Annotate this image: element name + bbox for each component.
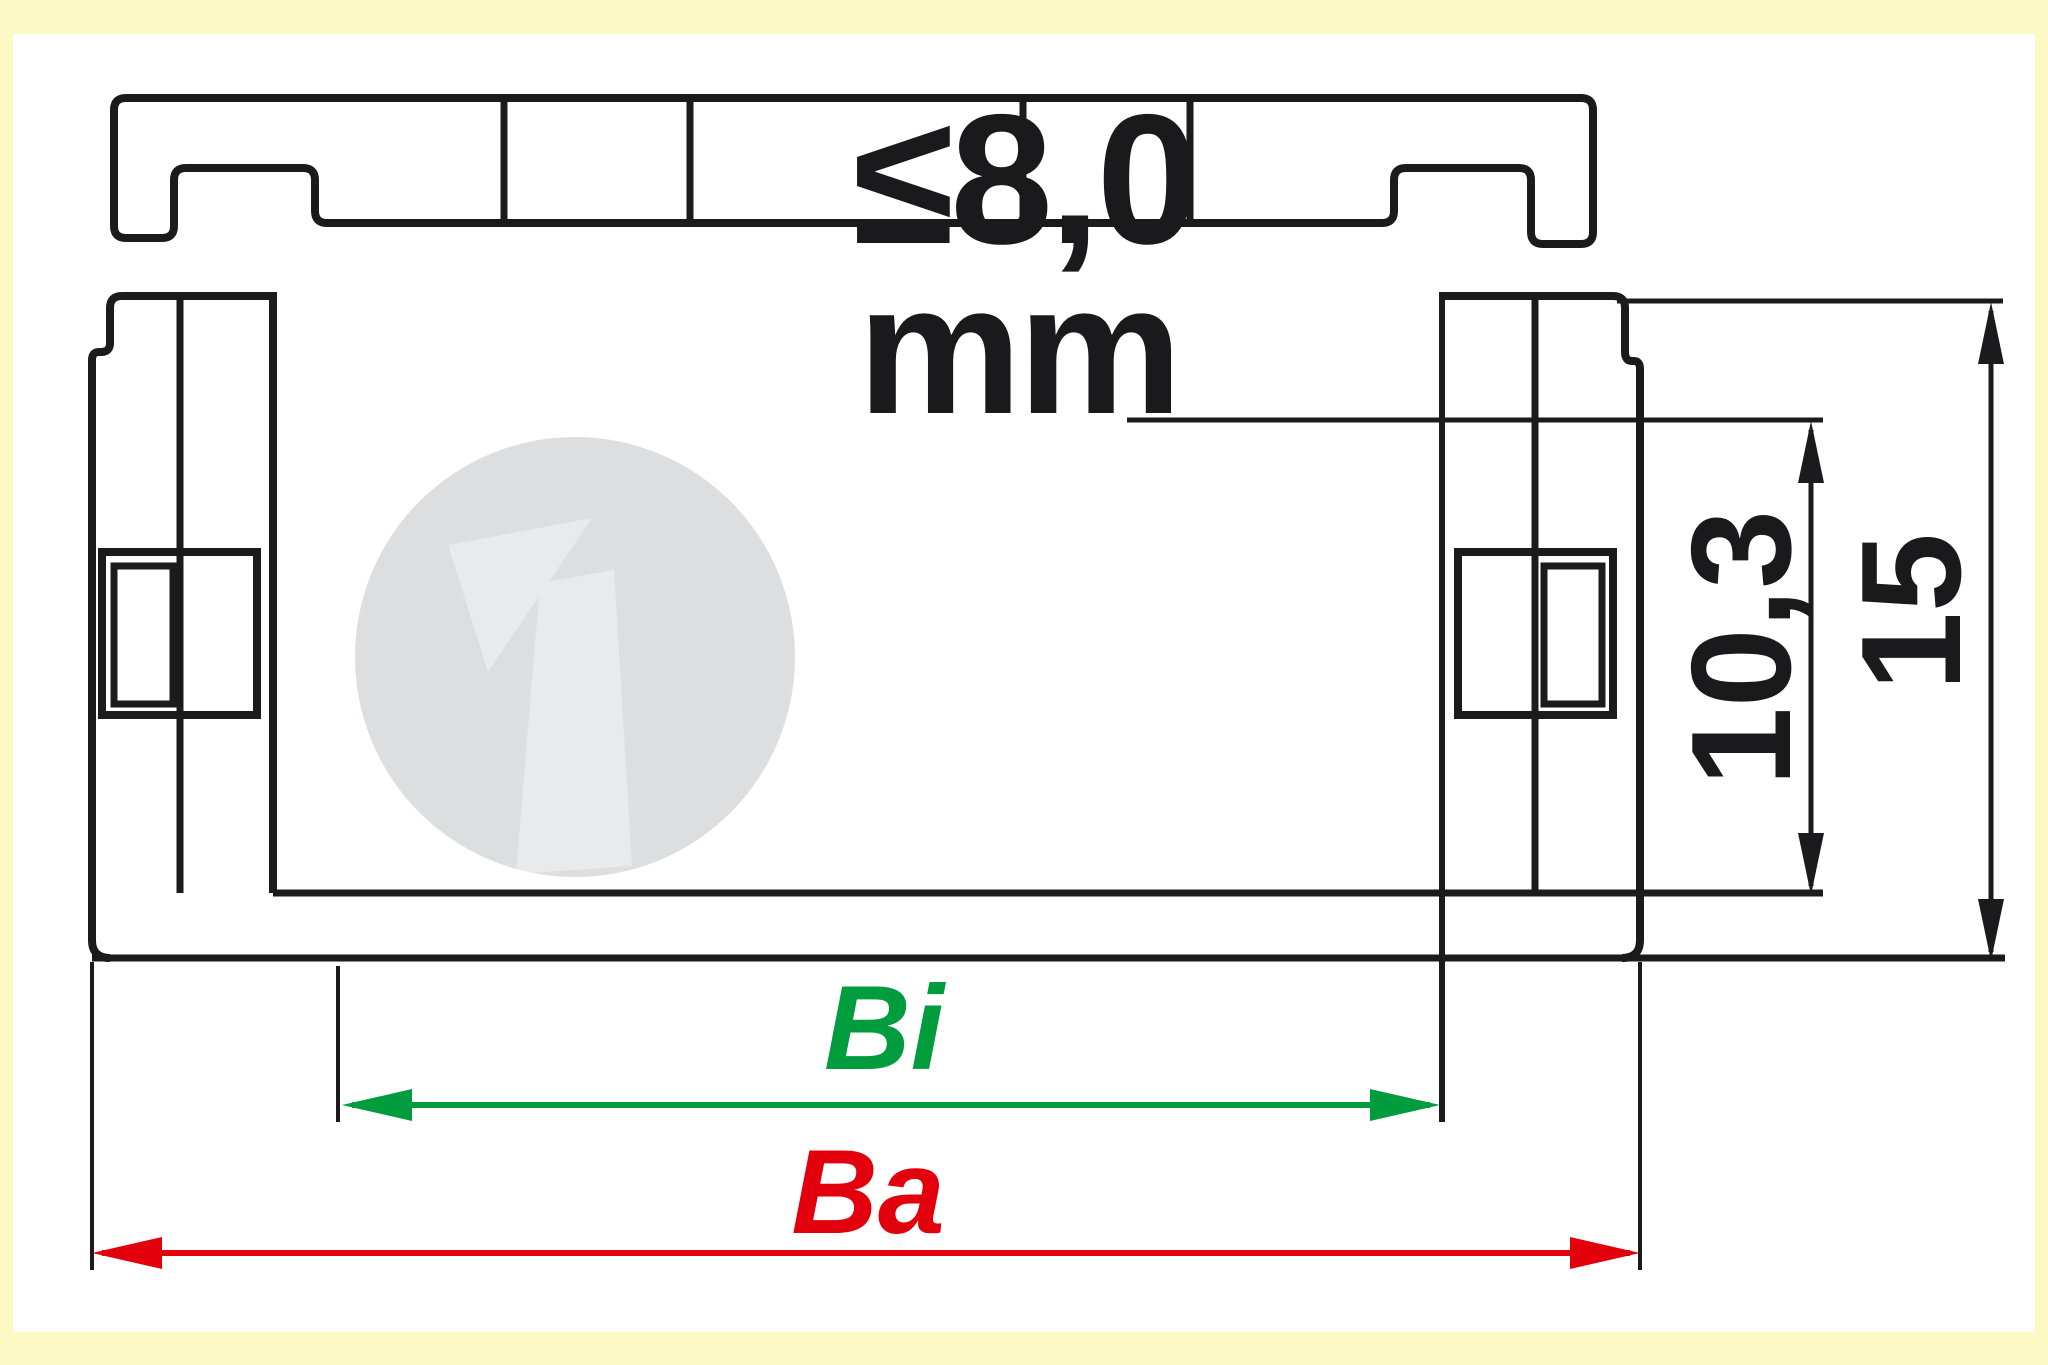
dimension-label-outer-height: 15 xyxy=(1832,533,1991,691)
tolerance-note-value: ≤8,0 xyxy=(852,77,1200,283)
dimension-label-inner-width: Bi xyxy=(824,961,944,1095)
right-latch-inset xyxy=(1540,562,1606,708)
arrowhead-down-icon xyxy=(1978,899,2004,961)
dimension-inner-height xyxy=(1127,417,1824,895)
tolerance-callout-circle xyxy=(355,437,795,877)
arrowhead-up-icon xyxy=(1798,421,1824,483)
left-side-wall xyxy=(88,292,277,962)
left-latch-inset xyxy=(110,562,177,708)
right-latch-window xyxy=(1454,548,1617,719)
dimension-outer-height xyxy=(1617,298,2004,961)
lid-profile xyxy=(110,94,1597,248)
arrowhead-left-icon xyxy=(342,1089,412,1121)
tolerance-note-unit: mm xyxy=(857,247,1183,453)
left-latch-window xyxy=(98,548,261,719)
page-border-right xyxy=(2035,0,2048,1365)
watermark-arrow-icon xyxy=(448,518,632,874)
arrowhead-right-icon xyxy=(1570,1237,1640,1269)
dimension-label-outer-width: Ba xyxy=(791,1125,945,1259)
arrowhead-down-icon xyxy=(1798,833,1824,895)
page-border-left xyxy=(0,0,13,1365)
channel-floor xyxy=(92,889,2005,962)
page-border-bottom xyxy=(0,1332,2048,1365)
page-border-top xyxy=(0,0,2048,34)
dimension-outer-width xyxy=(90,962,1642,1270)
dimension-label-inner-height: 10,3 xyxy=(1662,509,1821,787)
arrowhead-left-icon xyxy=(92,1237,162,1269)
arrowhead-right-icon xyxy=(1370,1089,1440,1121)
dimension-inner-width xyxy=(336,966,1440,1122)
arrowhead-up-icon xyxy=(1978,302,2004,364)
